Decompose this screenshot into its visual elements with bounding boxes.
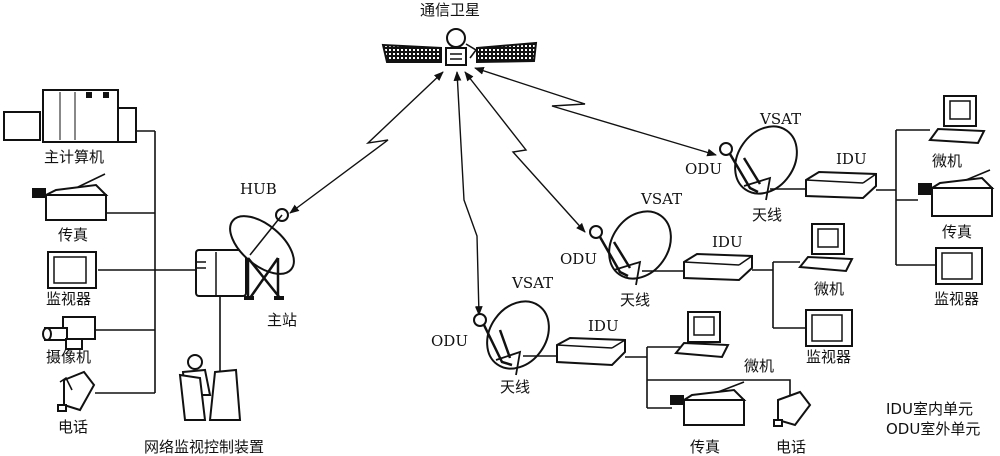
vsat-antenna-icon [473, 300, 550, 376]
host-computer-label: 主计算机 [44, 148, 104, 166]
vsat-label: VSAT [759, 110, 801, 128]
satellite-links [289, 67, 717, 316]
idu-label: IDU [588, 317, 619, 335]
pc-icon [798, 223, 854, 273]
monitor-label: 监视器 [806, 348, 851, 366]
pc-label: 微机 [932, 152, 962, 170]
vsat-label: VSAT [640, 190, 682, 208]
hub-label: HUB [240, 180, 277, 198]
phone-label: 电话 [776, 438, 806, 456]
antenna-label: 天线 [620, 291, 650, 309]
idu-icon [683, 252, 753, 282]
fax-label: 传真 [58, 226, 88, 244]
vsat-site-2: VSAT ODU 天线 IDU 微机 监视器 [560, 190, 854, 366]
antenna-label: 天线 [500, 378, 530, 396]
odu-label: ODU [685, 160, 722, 178]
monitor-icon [935, 247, 983, 285]
satellite: 通信卫星 [381, 1, 538, 66]
link-vsat-1 [453, 71, 483, 316]
link-vsat-2 [464, 71, 586, 233]
pc-label: 微机 [814, 280, 844, 298]
camera-icon [42, 316, 96, 350]
monitor-icon [805, 309, 853, 347]
phone-icon [57, 370, 96, 412]
legend-odu: ODU室外单元 [886, 420, 980, 438]
vsat-antenna-icon [719, 125, 798, 201]
pc-icon [674, 311, 730, 359]
hub-antenna-icon [195, 208, 295, 300]
monitor-icon [47, 251, 97, 289]
vsat-antenna-icon [589, 210, 672, 286]
pc-label: 微机 [744, 357, 774, 375]
legend: IDU室内单元 ODU室外单元 [886, 400, 980, 438]
hub-station: 主计算机 传真 监视器 摄像机 电话 [3, 89, 297, 456]
fax-label: 传真 [942, 223, 972, 241]
fax-icon [32, 173, 109, 221]
vsat-label: VSAT [511, 274, 553, 292]
satellite-icon [381, 28, 538, 66]
fax-label: 传真 [690, 438, 720, 456]
idu-icon [556, 336, 626, 367]
odu-label: ODU [431, 332, 468, 350]
monitor-control-label: 网络监视控制装置 [144, 438, 264, 456]
idu-label: IDU [836, 150, 867, 168]
phone-label: 电话 [58, 418, 88, 436]
camera-label: 摄像机 [46, 348, 91, 366]
odu-label: ODU [560, 250, 597, 268]
idu-label: IDU [712, 233, 743, 251]
legend-idu: IDU室内单元 [886, 400, 973, 418]
monitor-control-icon [178, 354, 242, 421]
monitor-label: 监视器 [46, 290, 91, 308]
phone-icon [773, 390, 812, 427]
pc-icon [928, 95, 986, 145]
vsat-site-3: VSAT ODU 天线 IDU 微机 传真 监视器 [685, 95, 995, 308]
monitor-label: 监视器 [934, 290, 979, 308]
satellite-label: 通信卫星 [420, 1, 480, 19]
idu-icon [805, 170, 877, 200]
link-hub [289, 71, 444, 214]
fax-icon [670, 381, 747, 426]
fax-icon [918, 169, 995, 217]
link-vsat-3 [474, 67, 717, 157]
vsat-site-1: VSAT ODU 天线 IDU 微机 传真 电话 [431, 274, 812, 456]
host-computer-icon [3, 89, 137, 143]
antenna-label: 天线 [752, 206, 782, 224]
main-station-label: 主站 [267, 311, 297, 329]
